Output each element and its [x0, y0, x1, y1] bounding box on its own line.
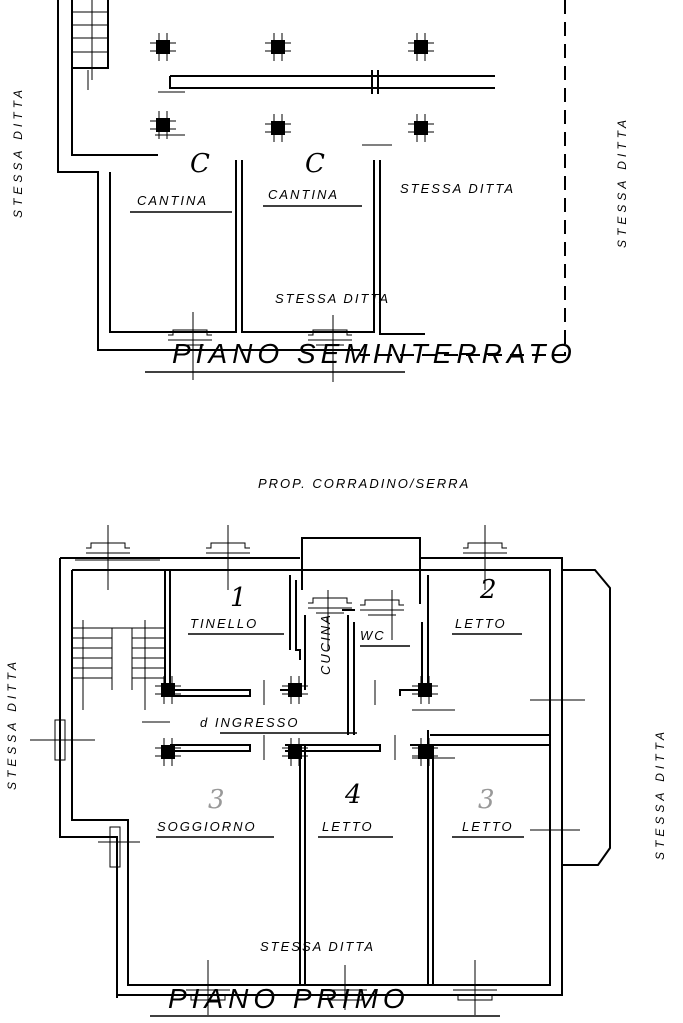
first-floor-outer-wall — [59, 557, 563, 998]
neighbor-right: STESSA DITTA — [615, 116, 629, 248]
basement-plan: C C CANTINA CANTINA STESSA DITTA STESSA … — [11, 0, 629, 382]
first-floor-title: PIANO PRIMO — [168, 983, 410, 1014]
pillar-icon — [264, 113, 292, 143]
room-number: 1 — [230, 583, 247, 613]
basement-boundary-dashed — [360, 0, 566, 356]
neighbor-bottom: STESSA DITTA — [275, 291, 390, 306]
room-label-soggiorno: SOGGIORNO — [157, 819, 257, 834]
room-letter: C — [190, 149, 210, 179]
first-floor-plan: PROP. CORRADINO/SERRA — [5, 476, 667, 1017]
room-number: 2 — [479, 575, 497, 605]
neighbor-right: STESSA DITTA — [653, 728, 667, 860]
room-number: 3 — [478, 785, 495, 815]
room-label-cantina: CANTINA — [137, 193, 208, 208]
pillar-icon — [411, 737, 439, 767]
pillar-icon — [407, 32, 435, 62]
basement-stair — [71, 0, 109, 90]
neighbor-left: STESSA DITTA — [11, 86, 25, 218]
neighbor-bottom: STESSA DITTA — [260, 939, 375, 954]
room-label-letto: LETTO — [322, 819, 374, 834]
pillar-icon — [149, 32, 177, 62]
first-floor-stair — [72, 559, 165, 710]
pillar-icon — [407, 113, 435, 143]
neighbor-top: PROP. CORRADINO/SERRA — [258, 476, 470, 491]
room-label-ingresso: d INGRESSO — [200, 715, 299, 730]
room-label-cantina: CANTINA — [268, 187, 339, 202]
basement-title: PIANO SEMINTERRATO — [172, 338, 577, 369]
room-label-tinello: TINELLO — [190, 616, 258, 631]
balcony — [562, 569, 611, 866]
room-label-letto: LETTO — [455, 616, 507, 631]
room-number: 4 — [344, 780, 362, 810]
room-number: 3 — [208, 785, 225, 815]
room-letter: C — [305, 149, 325, 179]
basement-beam — [169, 70, 495, 94]
room-label-cucina: CUCINA — [318, 613, 333, 675]
room-label-letto: LETTO — [462, 819, 514, 834]
pillar-icon — [264, 32, 292, 62]
area-label-stessa-ditta: STESSA DITTA — [400, 181, 515, 196]
neighbor-left: STESSA DITTA — [5, 658, 19, 790]
room-label-wc: WC — [360, 628, 386, 643]
